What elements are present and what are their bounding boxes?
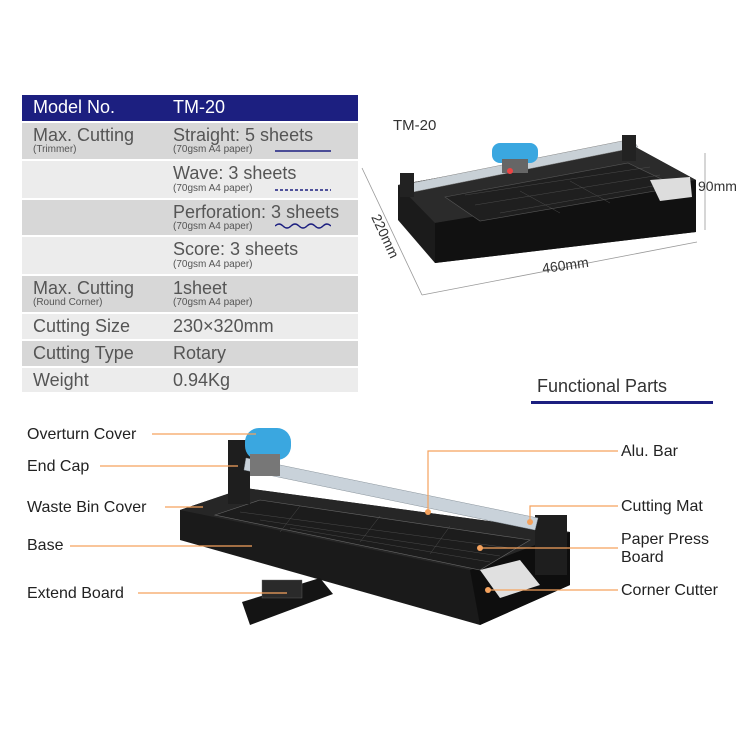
label-corner-cutter: Corner Cutter — [621, 582, 718, 599]
spec-label: Cutting Type — [33, 343, 134, 363]
spec-table: Model No. TM-20 Max. Cutting (Trimmer) S… — [22, 95, 358, 394]
spec-value: Rotary — [173, 343, 227, 363]
height-dimension: 90mm — [698, 178, 737, 194]
spec-value: 0.94Kg — [173, 370, 231, 390]
spec-label: Cutting Size — [33, 316, 131, 336]
label-overturn-cover: Overturn Cover — [27, 426, 137, 443]
spec-label: Weight — [33, 370, 89, 390]
spec-header-row: Model No. TM-20 — [22, 95, 358, 123]
trimmer-parts-image — [180, 428, 570, 625]
spec-row: Weight 0.94Kg — [22, 368, 358, 394]
spec-subvalue: (70gsm A4 paper) — [173, 259, 253, 270]
model-label: TM-20 — [393, 117, 437, 134]
trimmer-dimension-image — [361, 135, 706, 296]
spec-value: Score: 3 sheets — [173, 239, 299, 259]
spec-row: Max. Cutting (Trimmer) Straight: 5 sheet… — [22, 123, 358, 161]
spec-row: Perforation: 3 sheets (70gsm A4 paper) — [22, 200, 358, 237]
spec-value: Straight: 5 sheets — [173, 125, 314, 145]
label-paper-press-board: Board — [621, 549, 664, 566]
spec-row: Cutting Type Rotary — [22, 341, 358, 368]
label-end-cap: End Cap — [27, 458, 90, 475]
spec-subvalue: (70gsm A4 paper) — [173, 297, 253, 308]
spec-header-value: TM-20 — [173, 97, 226, 117]
wave-line-icon — [275, 223, 331, 229]
spec-subvalue: (70gsm A4 paper) — [173, 183, 253, 194]
spec-row: Wave: 3 sheets (70gsm A4 paper) — [22, 161, 358, 200]
spec-subvalue: (70gsm A4 paper) — [173, 144, 253, 155]
solid-line-icon — [275, 150, 331, 152]
functional-title: Functional Parts — [537, 376, 668, 396]
label-cutting-mat: Cutting Mat — [621, 498, 703, 515]
label-waste-bin-cover: Waste Bin Cover — [27, 499, 147, 516]
spec-row: Max. Cutting (Round Corner) 1sheet (70gs… — [22, 276, 358, 314]
spec-subvalue: (70gsm A4 paper) — [173, 221, 253, 232]
spec-label: Max. Cutting — [33, 278, 135, 298]
spec-value: Wave: 3 sheets — [173, 163, 297, 183]
title-underline — [531, 401, 713, 404]
spec-value: 230×320mm — [173, 316, 274, 336]
spec-row: Cutting Size 230×320mm — [22, 314, 358, 341]
spec-value: 1sheet — [173, 278, 228, 298]
spec-label: Max. Cutting — [33, 125, 135, 145]
spec-sublabel: (Trimmer) — [33, 144, 77, 155]
spec-value: Perforation: 3 sheets — [173, 202, 340, 222]
label-extend-board: Extend Board — [27, 585, 124, 602]
label-base: Base — [27, 537, 64, 554]
label-alu-bar: Alu. Bar — [621, 443, 678, 460]
dashed-line-icon — [275, 189, 331, 191]
label-paper-press: Paper Press — [621, 531, 710, 548]
spec-sublabel: (Round Corner) — [33, 297, 103, 308]
spec-row: Score: 3 sheets (70gsm A4 paper) — [22, 237, 358, 276]
spec-header-label: Model No. — [33, 97, 116, 117]
